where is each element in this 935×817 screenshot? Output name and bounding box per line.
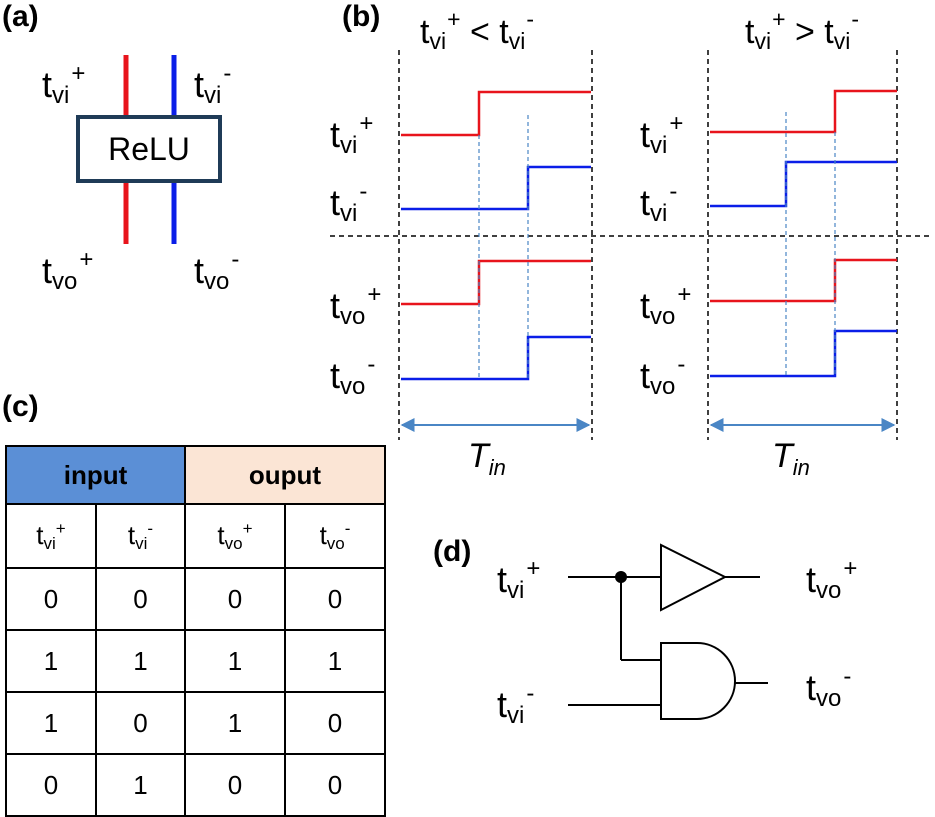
output-group-header: ouput <box>184 445 386 505</box>
truth-table: input ouput tvi+ tvi- tvo+ tvo- 0 0 0 0 … <box>5 445 386 817</box>
waveform-left-tvi-neg <box>401 165 591 211</box>
table-cell: 1 <box>284 629 386 693</box>
timing-right-label-tvi-pos: tvi+ <box>640 110 684 159</box>
timing-left-label-tvi-neg: tvi- <box>330 178 368 227</box>
timing-left-label-tvo-neg: tvo- <box>330 351 376 400</box>
table-cell: 0 <box>284 753 386 817</box>
junction-dot <box>615 571 627 583</box>
panel-label-b: (b) <box>342 0 381 33</box>
circuit-label-tvi-neg: tvi- <box>497 680 535 729</box>
relu-block: ReLU <box>76 115 222 183</box>
panel-label-d: (d) <box>433 535 472 568</box>
waveform-left-tvi-pos <box>401 90 591 137</box>
condition-right: tvi+ > tvi- <box>745 6 860 54</box>
truth-table-group-header-row: input ouput <box>5 445 386 505</box>
truth-table-column-header-row: tvi+ tvi- tvo+ tvo- <box>5 503 386 569</box>
condition-left: tvi+ < tvi- <box>420 6 535 54</box>
timing-left-label-tvo-pos: tvo+ <box>330 281 382 330</box>
timing-left-label-tvi-pos: tvi+ <box>330 110 374 159</box>
table-cell: 1 <box>184 691 286 755</box>
buffer-gate <box>660 543 728 612</box>
tin-label-right: Tin <box>772 437 810 480</box>
column-header-tvi-pos: tvi+ <box>5 503 97 569</box>
table-row: 0 0 0 0 <box>5 567 386 631</box>
panel-label-a: (a) <box>2 0 39 33</box>
table-cell: 0 <box>5 567 97 631</box>
table-cell: 0 <box>284 691 386 755</box>
table-row: 1 0 1 0 <box>5 691 386 755</box>
relu-label-tvo-neg: tvo- <box>194 246 240 295</box>
waveform-right-tvo-pos <box>710 258 897 303</box>
panel-label-c: (c) <box>2 390 39 423</box>
waveform-right-tvi-pos <box>710 89 897 134</box>
timing-right-label-tvo-pos: tvo+ <box>640 281 692 330</box>
table-cell: 0 <box>95 567 186 631</box>
table-row: 1 1 1 1 <box>5 629 386 693</box>
table-cell: 1 <box>5 691 97 755</box>
waveform-right-tvo-neg <box>710 329 897 378</box>
relu-label-tvi-pos: tvi+ <box>42 60 86 109</box>
table-cell: 0 <box>184 753 286 817</box>
relu-label-tvi-neg: tvi- <box>194 60 232 109</box>
input-group-header: input <box>5 445 186 505</box>
relu-label-tvo-pos: tvo+ <box>42 246 94 295</box>
column-header-tvi-neg: tvi- <box>95 503 186 569</box>
circuit-label-tvi-pos: tvi+ <box>497 555 541 604</box>
table-cell: 1 <box>184 629 286 693</box>
timing-right-label-tvo-neg: tvo- <box>640 351 686 400</box>
column-header-tvo-pos: tvo+ <box>184 503 286 569</box>
table-cell: 0 <box>184 567 286 631</box>
circuit-label-tvo-pos: tvo+ <box>806 555 858 604</box>
timing-right-label-tvi-neg: tvi- <box>640 178 678 227</box>
waveform-right-tvi-neg <box>710 160 897 208</box>
table-cell: 0 <box>284 567 386 631</box>
diagram-canvas <box>123 50 930 720</box>
logic-circuit <box>568 543 768 720</box>
waveform-left-tvo-pos <box>401 259 591 306</box>
table-cell: 0 <box>5 753 97 817</box>
timing-frame-lines <box>330 50 930 440</box>
circuit-label-tvo-neg: tvo- <box>806 663 852 712</box>
tin-label-left: Tin <box>468 437 506 480</box>
transition-markers <box>478 112 836 379</box>
waveform-left-tvo-neg <box>401 335 591 381</box>
column-header-tvo-neg: tvo- <box>284 503 386 569</box>
table-cell: 1 <box>95 753 186 817</box>
table-cell: 1 <box>95 629 186 693</box>
and-gate <box>660 642 736 720</box>
table-cell: 0 <box>95 691 186 755</box>
table-row: 0 1 0 0 <box>5 753 386 817</box>
table-cell: 1 <box>5 629 97 693</box>
